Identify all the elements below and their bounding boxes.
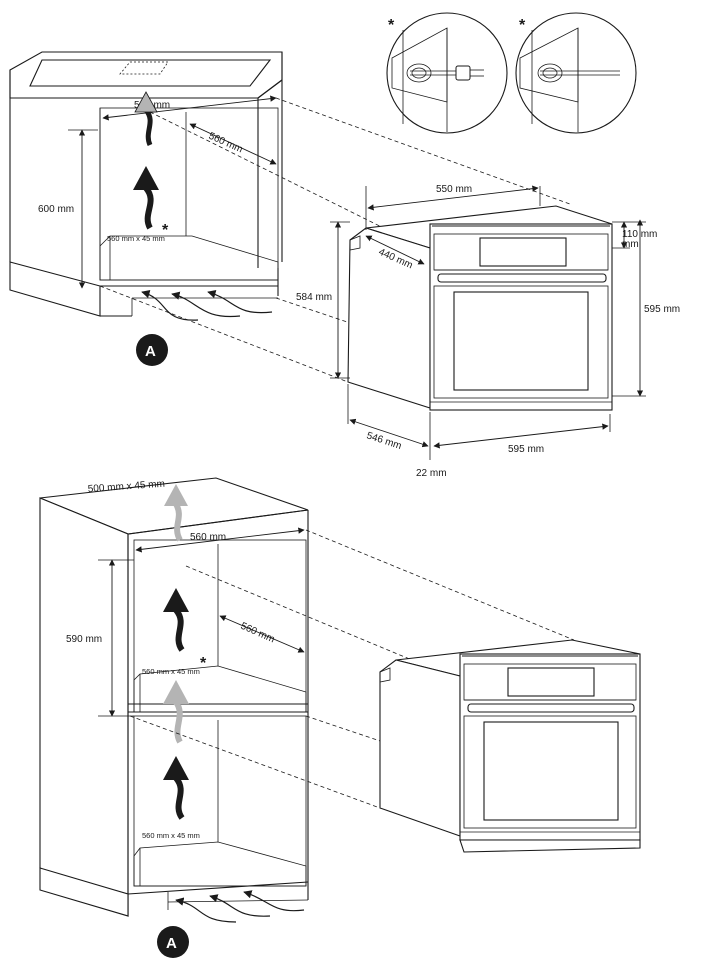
svg-text:*: *: [388, 17, 395, 34]
detail-cable: *: [515, 12, 637, 134]
air-flow-arrow-icon: [163, 680, 189, 704]
oven-top: [347, 205, 613, 411]
svg-text:*: *: [519, 17, 526, 34]
dim-oven-top-width: 550 mm: [436, 184, 472, 195]
dim-oven-width: 595 mm: [508, 444, 544, 455]
dim-vent-lower: 560 mm x 45 mm: [142, 831, 200, 840]
dim-cabinet-depth: 560 mm: [207, 131, 244, 156]
air-flow-arrow-icon: [163, 756, 189, 780]
svg-text:A: A: [166, 935, 177, 952]
dim-total-height: 595 mm: [644, 304, 680, 315]
tall-cabinet-dimensions: 500 mm x 45 mm 560 mm 560 mm 590 mm 560 …: [66, 479, 305, 840]
undercounter-dimensions: 560 mm 560 mm 600 mm 560 mm x 45 mm *: [38, 95, 277, 289]
undercounter-airflow: [133, 91, 273, 321]
dim-tall-width: 560 mm: [190, 532, 226, 543]
air-flow-arrow-icon: [143, 108, 153, 147]
dim-top-vent: 500 mm x 45 mm: [87, 479, 165, 495]
dim-door-thickness: 22 mm: [416, 468, 447, 479]
air-flow-arrow-icon: [143, 186, 154, 230]
air-flow-wave: [171, 291, 241, 318]
svg-text:A: A: [145, 343, 156, 360]
air-flow-arrow-icon: [163, 588, 189, 612]
badge-a-bottom: A: [157, 926, 189, 958]
air-flow-wave: [207, 290, 273, 314]
dim-panel-height-unit: mm: [622, 239, 639, 250]
dim-vent-upper: 560 mm x 45 mm: [142, 667, 200, 676]
dim-oven-depth: 546 mm: [365, 430, 403, 452]
air-flow-arrow-icon: [133, 166, 159, 190]
air-flow-arrow-icon: [134, 91, 158, 113]
dim-vent-opening: 560 mm x 45 mm: [107, 234, 165, 243]
dim-tall-depth: 560 mm: [239, 621, 276, 646]
undercounter-cabinet: [9, 51, 283, 317]
cable-icon: [540, 70, 620, 76]
detail-plug: *: [386, 12, 508, 134]
plug-icon: [455, 65, 484, 81]
asterisk-mark: *: [200, 655, 207, 672]
dim-cabinet-height: 600 mm: [38, 204, 74, 215]
tall-airflow: [163, 484, 305, 923]
asterisk-mark: *: [162, 222, 169, 239]
dim-niche-height: 590 mm: [66, 634, 102, 645]
air-flow-arrow-icon: [164, 484, 188, 506]
air-flow-wave: [141, 290, 199, 321]
oven-bottom: [379, 639, 641, 853]
badge-a-top: A: [136, 334, 168, 366]
dim-body-height: 584 mm: [296, 292, 332, 303]
